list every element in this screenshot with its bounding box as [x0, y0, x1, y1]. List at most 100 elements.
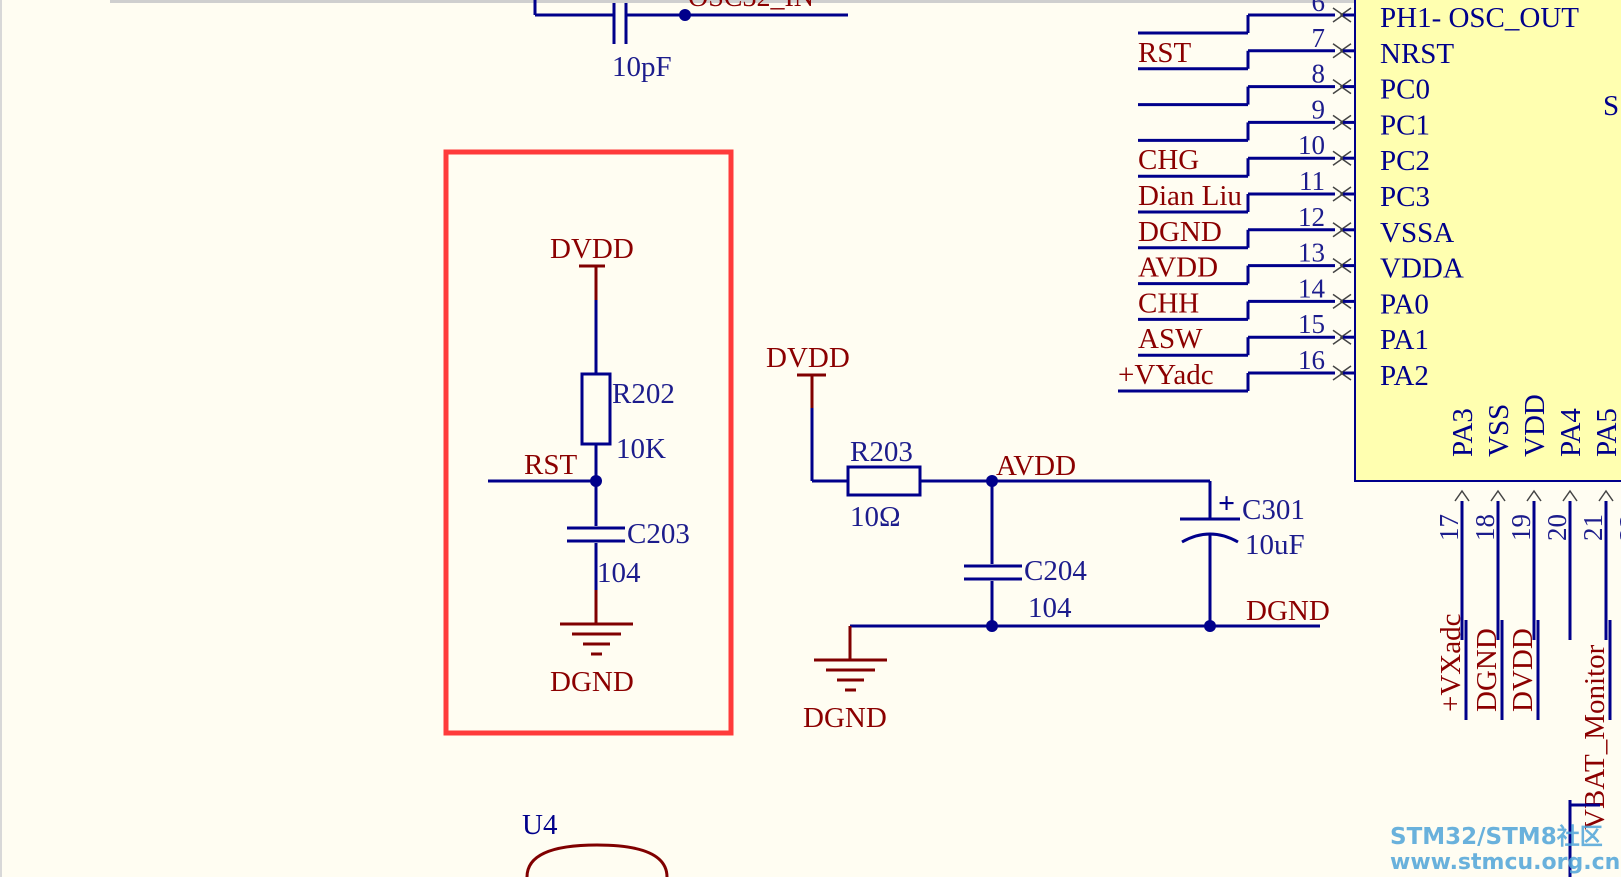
- left-pin-number: 8: [1312, 59, 1326, 89]
- left-pin-io-icon-inner-11: [1339, 186, 1352, 202]
- left-pin-number: 10: [1298, 130, 1325, 160]
- c203-ref: C203: [627, 518, 690, 550]
- left-pin-io-icon-inner-10: [1339, 150, 1352, 166]
- c203-value: 104: [597, 557, 641, 589]
- left-pin-io-icon-inner-13: [1339, 257, 1352, 274]
- c204-ref: C204: [1024, 555, 1087, 587]
- u4-ref: U4: [522, 809, 558, 841]
- top-fragment: [533, 0, 848, 44]
- reset-ground-label: DGND: [550, 666, 634, 698]
- reset-power-label: DVDD: [550, 233, 634, 265]
- left-net-label: AVDD: [1138, 252, 1218, 284]
- bottom-net-label: DVDD: [1507, 628, 1539, 712]
- avdd-net-label: AVDD: [996, 450, 1076, 482]
- mcu-bottom-pins: PA317+VXadcVSS18DGNDVDD19DVDDPA420PA521V…: [1434, 394, 1621, 830]
- left-pin-io-icon-inner-14: [1339, 293, 1352, 310]
- left-pin-name: VSSA: [1380, 217, 1454, 249]
- left-pin-number: 12: [1298, 202, 1325, 232]
- bottom-pin-number: 17: [1434, 514, 1464, 541]
- r203-ref: R203: [850, 436, 913, 468]
- c301-ref: C301: [1242, 494, 1305, 526]
- r202-value: 10K: [616, 433, 666, 465]
- bottom-pin-number: 21: [1578, 514, 1608, 541]
- reset-ground-symbol: [560, 622, 633, 656]
- analog-supply: DVDD R203 10Ω AVDD C204 104 + C301 10uF …: [766, 342, 1330, 734]
- bottom-pin-number: 18: [1470, 514, 1500, 541]
- left-pin-name: PC2: [1380, 145, 1430, 177]
- bottom-net-label: DGND: [1471, 628, 1503, 712]
- rst-net-label: RST: [524, 449, 577, 481]
- left-pin-name: VDDA: [1380, 253, 1464, 285]
- left-pin-name: PC1: [1380, 109, 1430, 141]
- bottom-pin-name: PA3: [1447, 408, 1479, 457]
- left-net-label: +VYadc: [1118, 359, 1214, 391]
- bottom-pin-name: VDD: [1519, 394, 1551, 457]
- bottom-pin-io-icon-18: [1490, 489, 1506, 502]
- c301-value: 10uF: [1245, 529, 1305, 561]
- bottom-pin-name: VSS: [1483, 404, 1515, 457]
- bottom-pin-io-icon-20: [1562, 489, 1578, 502]
- left-net-label: DGND: [1138, 216, 1222, 248]
- bottom-pin-io-icon-17: [1454, 489, 1470, 502]
- left-pin-number: 15: [1298, 309, 1325, 339]
- highlight-box: [443, 149, 734, 736]
- bottom-pin-io-icon-21: [1598, 489, 1614, 502]
- left-pin-io-icon-inner-7: [1339, 43, 1352, 59]
- left-pin-number: 9: [1312, 94, 1326, 124]
- left-pin-io-icon-inner-9: [1339, 114, 1352, 131]
- left-pin-name: PA2: [1380, 360, 1429, 392]
- left-pin-name: NRST: [1380, 38, 1454, 70]
- left-pin-name: PA1: [1380, 324, 1429, 356]
- left-pin-number: 11: [1299, 166, 1325, 196]
- top-net-label: OSC32_IN: [688, 0, 814, 13]
- watermark-line-2: www.stmcu.org.cn: [1390, 850, 1620, 875]
- reset-circuit: DVDD R202 10K RST C203 104 DGND: [488, 233, 690, 698]
- r202-ref: R202: [612, 378, 675, 410]
- c301-plate-curved: [1181, 532, 1239, 544]
- left-pin-number: 6: [1312, 0, 1326, 17]
- mcu-partial-label: S: [1603, 90, 1619, 122]
- left-net-label: RST: [1138, 37, 1191, 69]
- top-cap-value: 10pF: [612, 51, 672, 83]
- ground-junction-dot-2: [1204, 620, 1216, 632]
- bottom-pin-number: 19: [1506, 514, 1536, 541]
- c204-value: 104: [1028, 592, 1072, 624]
- watermark-line-1: STM32/STM8社区: [1390, 823, 1603, 850]
- left-net-label: ASW: [1138, 323, 1203, 355]
- left-pin-io-icon-inner-15: [1339, 329, 1352, 345]
- left-net-label: CHG: [1138, 144, 1199, 176]
- ground-net-label: DGND: [1246, 595, 1330, 627]
- left-pin-number: 14: [1298, 273, 1326, 303]
- ground-junction-dot-1: [986, 620, 998, 632]
- mcu-body: [1354, 0, 1621, 482]
- bottom-pin-number: 20: [1542, 514, 1572, 541]
- avdd-ground-symbol: [814, 658, 887, 692]
- left-net-label: CHH: [1138, 287, 1199, 319]
- left-pin-io-icon-inner-16: [1339, 365, 1352, 381]
- left-net-label: Dian Liu: [1138, 180, 1242, 212]
- bottom-pin-io-icon-19: [1526, 489, 1542, 502]
- left-pin-name: PH1- OSC_OUT: [1380, 2, 1579, 34]
- rst-junction-dot: [590, 475, 602, 487]
- bottom-pin-name: PA4: [1555, 408, 1587, 457]
- left-pin-name: PC0: [1380, 74, 1430, 106]
- avdd-ground-label: DGND: [803, 702, 887, 734]
- bottom-pin-name: PA5: [1591, 408, 1621, 457]
- r203-value: 10Ω: [850, 501, 901, 533]
- left-pin-name: PA0: [1380, 288, 1429, 320]
- c301-polarity: +: [1218, 487, 1235, 520]
- left-pin-number: 7: [1312, 23, 1326, 53]
- u4-body-arc: [525, 843, 669, 877]
- left-pin-name: PC3: [1380, 181, 1430, 213]
- bottom-pin-number: 22: [1614, 514, 1621, 541]
- left-pin-io-icon-inner-6: [1339, 7, 1352, 23]
- left-pin-io-icon-inner-12: [1339, 222, 1352, 238]
- left-pin-io-icon-inner-8: [1339, 78, 1352, 95]
- bottom-net-label: VBAT_Monitor: [1579, 644, 1611, 830]
- left-pin-number: 16: [1298, 345, 1325, 375]
- left-pin-number: 13: [1298, 238, 1325, 268]
- junction-dot: [679, 9, 691, 21]
